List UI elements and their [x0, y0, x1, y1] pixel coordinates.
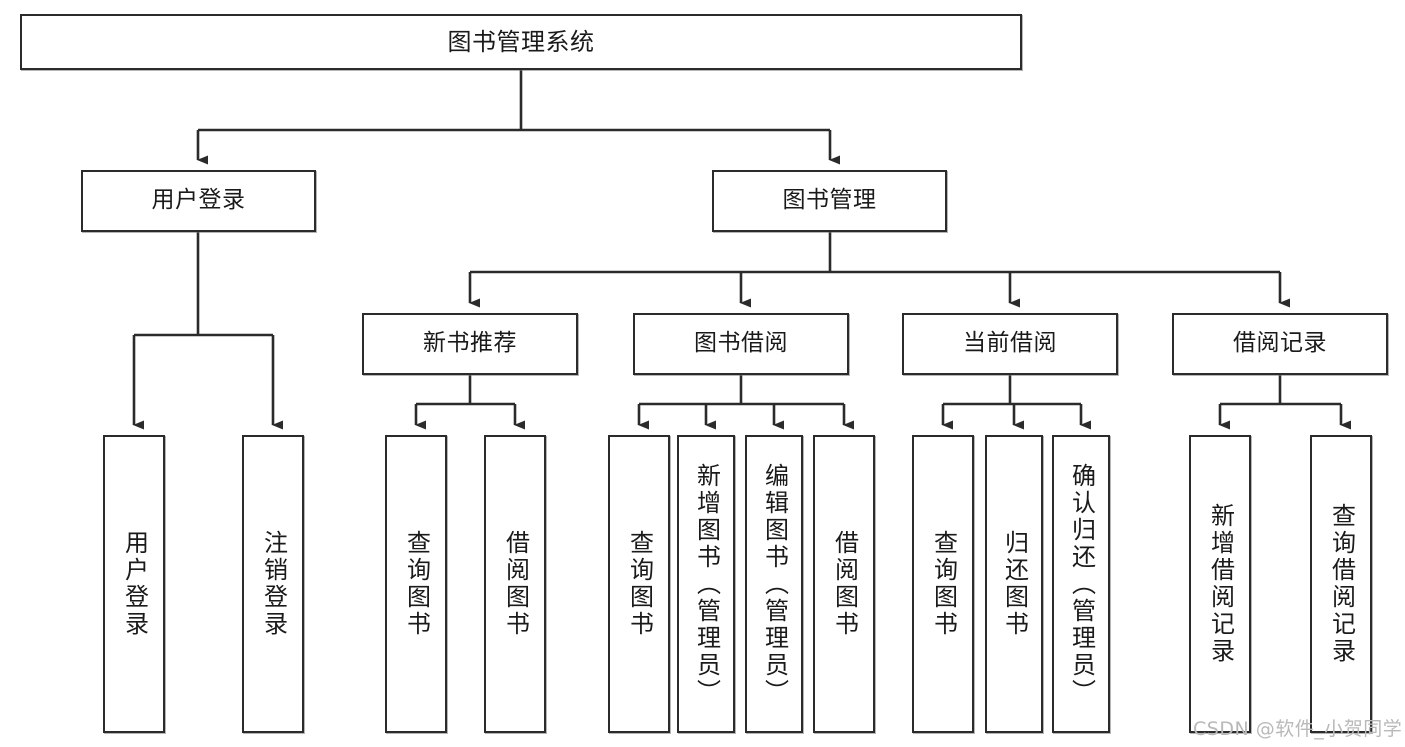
leaf-user-login[interactable]: 用户登录	[103, 435, 165, 733]
node-root-system-label: 图书管理系统	[447, 27, 595, 56]
leaf-confirm-return-admin[interactable]: 确认归还（管理员）	[1052, 435, 1110, 733]
node-book-management-label: 图书管理	[782, 187, 877, 214]
leaf-query-books-current-label: 查询图书	[929, 530, 958, 638]
node-new-book-recommend[interactable]: 新书推荐	[362, 313, 578, 375]
leaf-edit-book-admin[interactable]: 编辑图书（管理员）	[745, 435, 803, 733]
node-book-borrow-label: 图书借阅	[694, 330, 788, 357]
leaf-query-books-current[interactable]: 查询图书	[912, 435, 974, 733]
leaf-confirm-return-admin-label: 确认归还（管理员）	[1067, 462, 1096, 706]
node-new-book-recommend-label: 新书推荐	[423, 330, 517, 357]
node-borrow-records-label: 借阅记录	[1233, 330, 1327, 357]
leaf-add-borrow-record-label: 新增借阅记录	[1206, 503, 1235, 665]
leaf-add-borrow-record[interactable]: 新增借阅记录	[1189, 435, 1251, 733]
leaf-add-book-admin-label: 新增图书（管理员）	[692, 462, 721, 706]
leaf-user-logout-label: 注销登录	[259, 530, 288, 638]
leaf-query-borrow-record-label: 查询借阅记录	[1327, 503, 1356, 665]
csdn-watermark: CSDN @软件_小贺同学	[1193, 718, 1403, 740]
leaf-borrow-books-new-label: 借阅图书	[501, 530, 530, 638]
node-root-system[interactable]: 图书管理系统	[20, 14, 1022, 70]
leaf-query-borrow-record[interactable]: 查询借阅记录	[1310, 435, 1372, 733]
leaf-return-book-label: 归还图书	[1000, 530, 1029, 638]
leaf-query-books-new-label: 查询图书	[402, 530, 431, 638]
leaf-return-book[interactable]: 归还图书	[985, 435, 1043, 733]
leaf-query-books-borrow[interactable]: 查询图书	[608, 435, 670, 733]
node-user-login[interactable]: 用户登录	[81, 170, 316, 232]
leaf-borrow-book[interactable]: 借阅图书	[813, 435, 875, 733]
node-current-borrow[interactable]: 当前借阅	[902, 313, 1118, 375]
leaf-user-login-label: 用户登录	[120, 530, 149, 638]
leaf-borrow-book-label: 借阅图书	[830, 530, 859, 638]
node-current-borrow-label: 当前借阅	[963, 330, 1057, 357]
leaf-borrow-books-new[interactable]: 借阅图书	[484, 435, 546, 733]
leaf-edit-book-admin-label: 编辑图书（管理员）	[760, 462, 789, 706]
node-book-borrow[interactable]: 图书借阅	[633, 313, 849, 375]
leaf-query-books-borrow-label: 查询图书	[625, 530, 654, 638]
node-user-login-label: 用户登录	[151, 187, 246, 214]
node-borrow-records[interactable]: 借阅记录	[1172, 313, 1388, 375]
node-book-management[interactable]: 图书管理	[712, 170, 947, 232]
leaf-query-books-new[interactable]: 查询图书	[385, 435, 447, 733]
leaf-user-logout[interactable]: 注销登录	[242, 435, 304, 733]
leaf-add-book-admin[interactable]: 新增图书（管理员）	[677, 435, 735, 733]
